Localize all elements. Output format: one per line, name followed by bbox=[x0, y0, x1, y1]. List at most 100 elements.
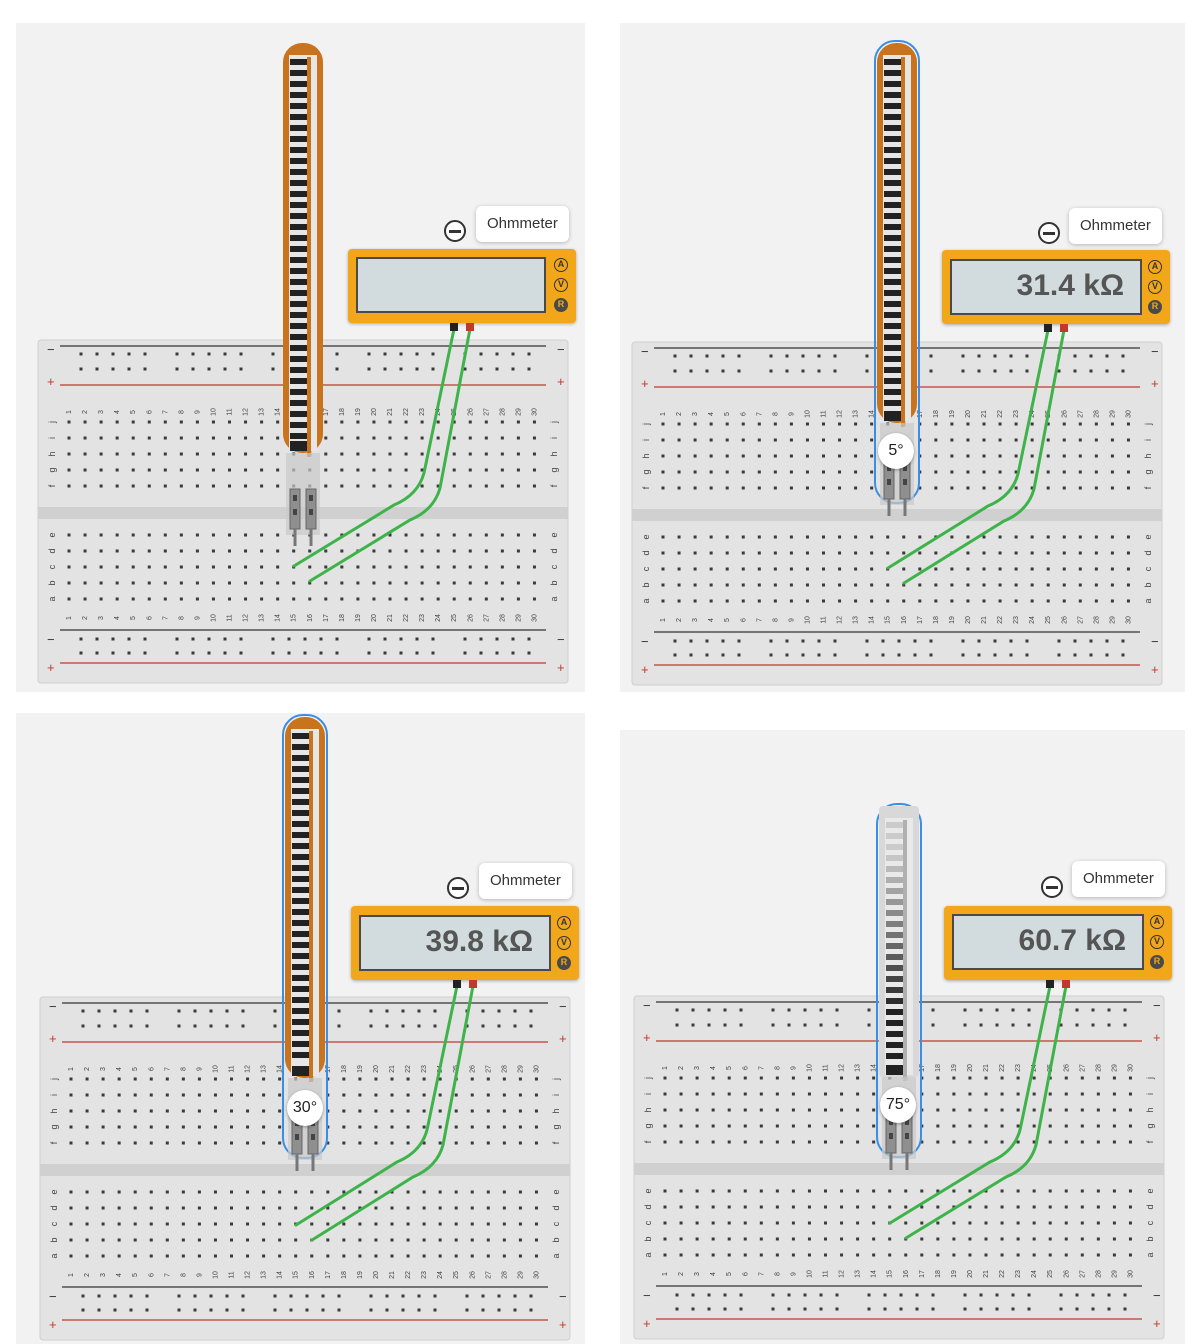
tie-point bbox=[406, 1206, 410, 1210]
mode-v-button[interactable]: V bbox=[1150, 935, 1164, 949]
column-number: 12 bbox=[839, 1064, 846, 1072]
meter-leads-4[interactable] bbox=[620, 730, 1185, 1344]
column-number: 26 bbox=[469, 1065, 476, 1073]
tie-point bbox=[436, 484, 440, 488]
tie-point bbox=[998, 583, 1002, 587]
mode-v-button[interactable]: V bbox=[554, 278, 568, 292]
tie-point bbox=[372, 549, 376, 553]
tie-point bbox=[358, 1141, 362, 1145]
column-number: 19 bbox=[949, 616, 956, 624]
rail-hole bbox=[739, 1307, 743, 1311]
mode-a-button[interactable]: A bbox=[1148, 260, 1162, 274]
tie-point bbox=[67, 549, 71, 553]
column-number: 17 bbox=[323, 408, 330, 416]
ohmmeter[interactable]: A V R bbox=[348, 249, 576, 323]
mode-a-button[interactable]: A bbox=[554, 258, 568, 272]
tie-point bbox=[211, 549, 215, 553]
collapse-icon[interactable] bbox=[1038, 222, 1060, 244]
rail-hole bbox=[81, 1009, 85, 1013]
tie-point bbox=[181, 1190, 185, 1194]
tie-point bbox=[197, 1125, 201, 1129]
row-letter: f bbox=[1145, 1140, 1155, 1143]
column-number: 11 bbox=[821, 410, 828, 417]
rail-hole bbox=[707, 1023, 711, 1027]
tie-point bbox=[278, 1206, 282, 1210]
mode-r-button[interactable]: R bbox=[554, 298, 568, 312]
rail-hole bbox=[223, 651, 227, 655]
rail-hole bbox=[433, 1308, 437, 1312]
sensor-stripe bbox=[886, 1053, 903, 1059]
red-lead-wire bbox=[308, 327, 472, 583]
rail-hole bbox=[465, 1024, 469, 1028]
row-letter: i bbox=[1145, 1093, 1155, 1095]
tie-point bbox=[725, 567, 729, 571]
tie-point bbox=[358, 1077, 362, 1081]
tie-point bbox=[500, 533, 504, 537]
ohmmeter[interactable]: 60.7 kΩ A V R bbox=[944, 906, 1172, 980]
mode-v-button[interactable]: V bbox=[1148, 280, 1162, 294]
tie-point bbox=[326, 1238, 330, 1242]
rail-hole bbox=[1027, 1307, 1031, 1311]
tie-point bbox=[1000, 1253, 1004, 1257]
mode-a-button[interactable]: A bbox=[1150, 915, 1164, 929]
tie-point bbox=[773, 470, 777, 474]
meter-leads-1[interactable] bbox=[16, 23, 585, 692]
tie-point bbox=[1128, 1253, 1132, 1257]
collapse-icon[interactable] bbox=[447, 877, 469, 899]
mode-r-button[interactable]: R bbox=[1150, 955, 1164, 969]
tie-point bbox=[757, 583, 761, 587]
tie-point bbox=[165, 1238, 169, 1242]
row-letter: d bbox=[643, 1204, 653, 1209]
tie-point bbox=[968, 1189, 972, 1193]
ohmmeter[interactable]: 39.8 kΩ A V R bbox=[351, 906, 579, 980]
mode-v-button[interactable]: V bbox=[557, 936, 571, 950]
rail-hole bbox=[1089, 653, 1093, 657]
tie-point bbox=[342, 1190, 346, 1194]
collapse-icon[interactable] bbox=[1041, 876, 1063, 898]
tie-point bbox=[1046, 438, 1050, 442]
tie-point bbox=[1094, 438, 1098, 442]
tie-point bbox=[228, 468, 231, 472]
tie-point bbox=[677, 470, 681, 474]
collapse-icon[interactable] bbox=[444, 220, 466, 242]
tie-point bbox=[663, 1205, 667, 1209]
column-number: 13 bbox=[261, 1065, 268, 1073]
rail-hole bbox=[481, 1024, 485, 1028]
tie-point bbox=[1030, 422, 1034, 426]
rail-hole bbox=[225, 1294, 229, 1298]
tie-point bbox=[1064, 1221, 1068, 1225]
tie-point bbox=[117, 1077, 121, 1081]
column-number: 13 bbox=[853, 410, 860, 418]
rail-hole bbox=[415, 651, 419, 655]
mode-r-button[interactable]: R bbox=[557, 956, 571, 970]
tie-point bbox=[856, 1108, 860, 1112]
tie-point bbox=[500, 565, 504, 569]
tie-point bbox=[840, 1140, 844, 1144]
breadboard-canvas-2[interactable]: −−++−−++11223344556677889910101111121213… bbox=[620, 23, 1185, 692]
mode-r-button[interactable]: R bbox=[1148, 300, 1162, 314]
rail-hole bbox=[399, 637, 403, 641]
tie-point bbox=[213, 1109, 217, 1113]
rail-hole bbox=[177, 1024, 181, 1028]
tie-point bbox=[872, 1140, 876, 1144]
meter-leads-2[interactable] bbox=[620, 23, 1185, 692]
bend-angle-badge: 75° bbox=[880, 1087, 916, 1123]
rail-hole bbox=[191, 651, 195, 655]
ohmmeter[interactable]: 31.4 kΩ A V R bbox=[942, 250, 1170, 324]
column-number: 18 bbox=[341, 1065, 348, 1073]
sensor-stripe bbox=[884, 389, 901, 395]
row-letter: j bbox=[643, 1077, 653, 1080]
column-number: 15 bbox=[887, 1270, 894, 1278]
tie-point bbox=[791, 1253, 795, 1257]
tie-point bbox=[1078, 470, 1082, 474]
rail-hole bbox=[979, 1293, 983, 1297]
meter-leads-3[interactable] bbox=[16, 713, 585, 1344]
tie-point bbox=[1016, 1140, 1020, 1144]
mode-a-button[interactable]: A bbox=[557, 916, 571, 930]
tie-point bbox=[500, 581, 504, 585]
tie-point bbox=[966, 567, 970, 571]
sensor-stripe bbox=[292, 788, 309, 794]
row-letter: e bbox=[1145, 1188, 1155, 1193]
tie-point bbox=[406, 1109, 410, 1113]
tie-point bbox=[246, 1077, 250, 1081]
